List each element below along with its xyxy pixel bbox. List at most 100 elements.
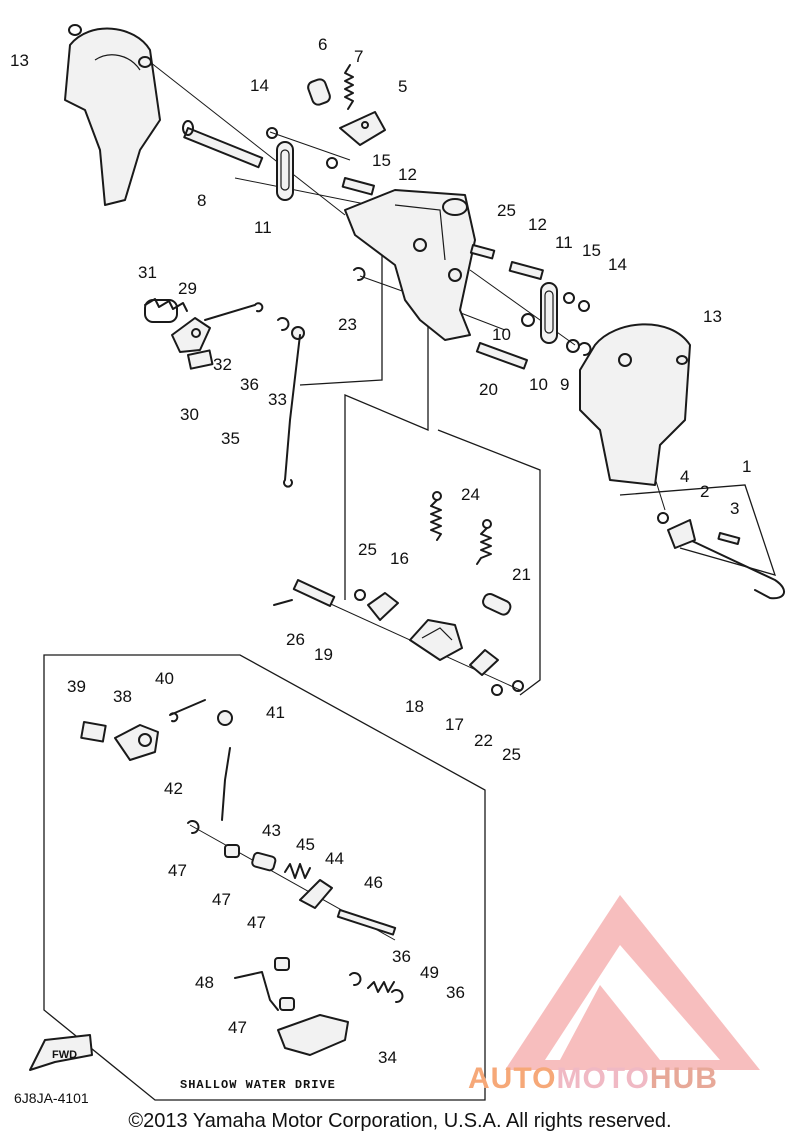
part-12-bolt-top <box>341 176 375 196</box>
brand-watermark-text: AUTOMOTOHUB <box>468 1062 718 1096</box>
brand-part-hub: HUB <box>649 1062 718 1095</box>
part-37-bracket <box>114 724 159 761</box>
part-6-collar <box>307 78 331 106</box>
part-14-washer-right <box>578 300 590 312</box>
callout-48: 48 <box>195 973 214 992</box>
callout-14b: 14 <box>608 255 627 274</box>
part-47-collar-top <box>224 844 240 858</box>
part-12-bolt-right <box>508 261 544 280</box>
part-10-bushing-2 <box>566 339 580 353</box>
callout-25b: 25 <box>502 745 521 764</box>
part-48-link <box>234 971 279 1011</box>
callout-43: 44 <box>325 849 344 868</box>
part-47-collar-bottom <box>279 997 295 1011</box>
brand-logo-watermark <box>505 895 760 1070</box>
callout-15b: 15 <box>582 241 601 260</box>
callout-9: 9 <box>560 375 569 394</box>
part-43-lever <box>299 879 333 909</box>
callout-49: 49 <box>420 963 439 982</box>
callout-11b: 11 <box>555 233 573 252</box>
callout-14: 14 <box>250 76 269 95</box>
part-30-spring-link <box>204 302 264 321</box>
part-23-circlip <box>353 267 366 281</box>
callout-24: 24 <box>461 485 480 504</box>
callout-27: 29 <box>178 279 197 298</box>
fwd-arrow-icon: FWD <box>29 1034 93 1071</box>
callout-31: 33 <box>268 390 287 409</box>
callout-46: 47 <box>168 861 187 880</box>
swivel-bracket <box>344 189 476 341</box>
part-21-collar <box>482 592 512 616</box>
part-24-spring-left <box>430 491 442 541</box>
callout-30: 32 <box>213 355 232 374</box>
part-5-plate <box>339 111 386 146</box>
part-44-spring <box>284 863 311 879</box>
part-46-clip <box>187 820 200 834</box>
callout-47c: 47 <box>228 1018 247 1037</box>
part-36-clip-left <box>349 972 362 986</box>
part-7-spring <box>344 64 354 110</box>
drawing-code: 6J8JA-4101 <box>14 1090 89 1106</box>
callout-10: 10 <box>492 325 511 344</box>
callout-13b: 13 <box>703 307 722 326</box>
part-20-shaft <box>475 342 528 370</box>
part-49-spring <box>367 981 395 993</box>
callout-44: 45 <box>296 835 315 854</box>
callout-25: 25 <box>358 540 377 559</box>
callout-26: 26 <box>286 630 305 649</box>
callout-23: 23 <box>338 315 357 334</box>
part-3-pin <box>717 532 741 545</box>
shallow-water-drive-label: SHALLOW WATER DRIVE <box>180 1078 336 1092</box>
part-15-washer-right <box>563 292 575 304</box>
part-11-link-right <box>540 282 558 344</box>
parts-diagram: FWD 13 6 7 5 14 15 12 8 11 25 12 11 15 1… <box>10 24 785 1101</box>
callout-32: 25 <box>497 201 516 220</box>
callout-12b: 12 <box>528 215 547 234</box>
part-22-washer <box>491 684 503 696</box>
part-16-arm <box>367 592 399 621</box>
callout-47: 47 <box>212 890 231 909</box>
part-33-rod <box>283 334 301 488</box>
callout-4: 4 <box>680 467 689 486</box>
callout-11: 11 <box>254 218 272 237</box>
callout-41: 42 <box>164 779 183 798</box>
callout-10b: 10 <box>529 375 548 394</box>
callout-8: 8 <box>197 191 206 210</box>
part-25-washer-bottom <box>512 680 524 692</box>
callout-21: 21 <box>512 565 531 584</box>
part-24-spring-right <box>476 519 492 565</box>
callout-20: 20 <box>479 380 498 399</box>
part-40-bushing <box>217 710 233 726</box>
callout-38: 39 <box>67 677 86 696</box>
callout-17: 17 <box>445 715 464 734</box>
part-35-plate <box>277 1014 349 1056</box>
callout-1: 1 <box>742 457 751 476</box>
part-13-clamp-bracket-left <box>64 24 161 206</box>
callout-29: 31 <box>138 263 157 282</box>
part-34-clip <box>277 317 290 331</box>
callout-18: 18 <box>405 697 424 716</box>
part-11-link-left <box>276 141 294 201</box>
callout-2: 2 <box>700 482 709 501</box>
part-26-pin <box>273 599 293 606</box>
part-18-cam <box>409 619 463 661</box>
part-10-bushing-1 <box>521 313 535 327</box>
part-39-spring <box>169 699 206 723</box>
fwd-label: FWD <box>52 1049 77 1061</box>
callout-16: 16 <box>390 549 409 568</box>
callout-28: 30 <box>180 405 199 424</box>
part-32-bolt <box>469 244 496 260</box>
callout-40: 41 <box>266 703 285 722</box>
part-17-arm <box>469 649 499 676</box>
callouts: 13 6 7 5 14 15 12 8 11 25 12 11 15 14 13… <box>10 35 751 1067</box>
callout-39: 40 <box>155 669 174 688</box>
part-4-washer <box>657 512 669 524</box>
part-13-clamp-bracket-right <box>579 323 691 486</box>
callout-42: 43 <box>262 821 281 840</box>
part-19-shaft <box>292 579 336 607</box>
part-47-collar-mid <box>274 957 290 971</box>
part-9-circlip <box>579 342 592 356</box>
copyright-notice: ©2013 Yamaha Motor Corporation, U.S.A. A… <box>128 1110 672 1132</box>
callout-15: 15 <box>372 151 391 170</box>
callout-7: 7 <box>354 47 363 66</box>
